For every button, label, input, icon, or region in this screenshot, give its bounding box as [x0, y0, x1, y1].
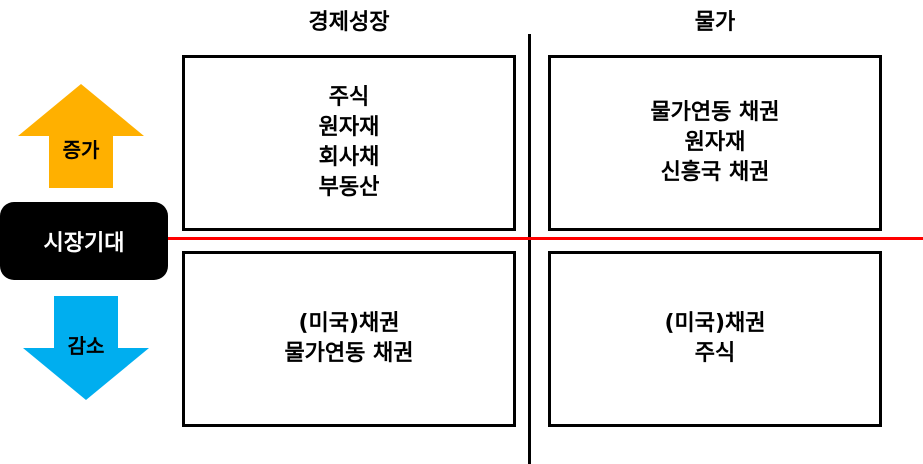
- column-title-growth: 경제성장: [308, 10, 390, 35]
- column-title-inflation: 물가: [694, 10, 736, 35]
- asset-label: 원자재: [684, 130, 746, 155]
- quadrant-bottom-right: (미국)채권 주식: [548, 251, 882, 427]
- market-expectation-box: 시장기대: [0, 202, 168, 280]
- quadrant-bottom-left: (미국)채권 물가연동 채권: [182, 251, 516, 427]
- asset-label: 원자재: [318, 115, 380, 140]
- asset-label: (미국)채권: [298, 311, 400, 336]
- decrease-label: 감소: [67, 334, 105, 358]
- asset-label: 주식: [694, 341, 736, 366]
- increase-label: 증가: [62, 138, 100, 162]
- down-arrow-icon: [23, 296, 149, 400]
- horizontal-divider: [168, 237, 923, 240]
- vertical-divider: [528, 34, 531, 464]
- quadrant-top-right: 물가연동 채권 원자재 신흥국 채권: [548, 55, 882, 231]
- quadrant-top-left: 주식 원자재 회사채 부동산: [182, 55, 516, 231]
- asset-label: 회사채: [318, 145, 380, 170]
- market-expectation-label: 시장기대: [43, 231, 125, 256]
- asset-label: 물가연동 채권: [650, 100, 780, 125]
- asset-label: 신흥국 채권: [660, 160, 770, 185]
- up-arrow-icon: [18, 84, 144, 188]
- asset-label: (미국)채권: [664, 311, 766, 336]
- asset-label: 주식: [328, 85, 370, 110]
- asset-label: 물가연동 채권: [284, 341, 414, 366]
- asset-label: 부동산: [318, 175, 380, 200]
